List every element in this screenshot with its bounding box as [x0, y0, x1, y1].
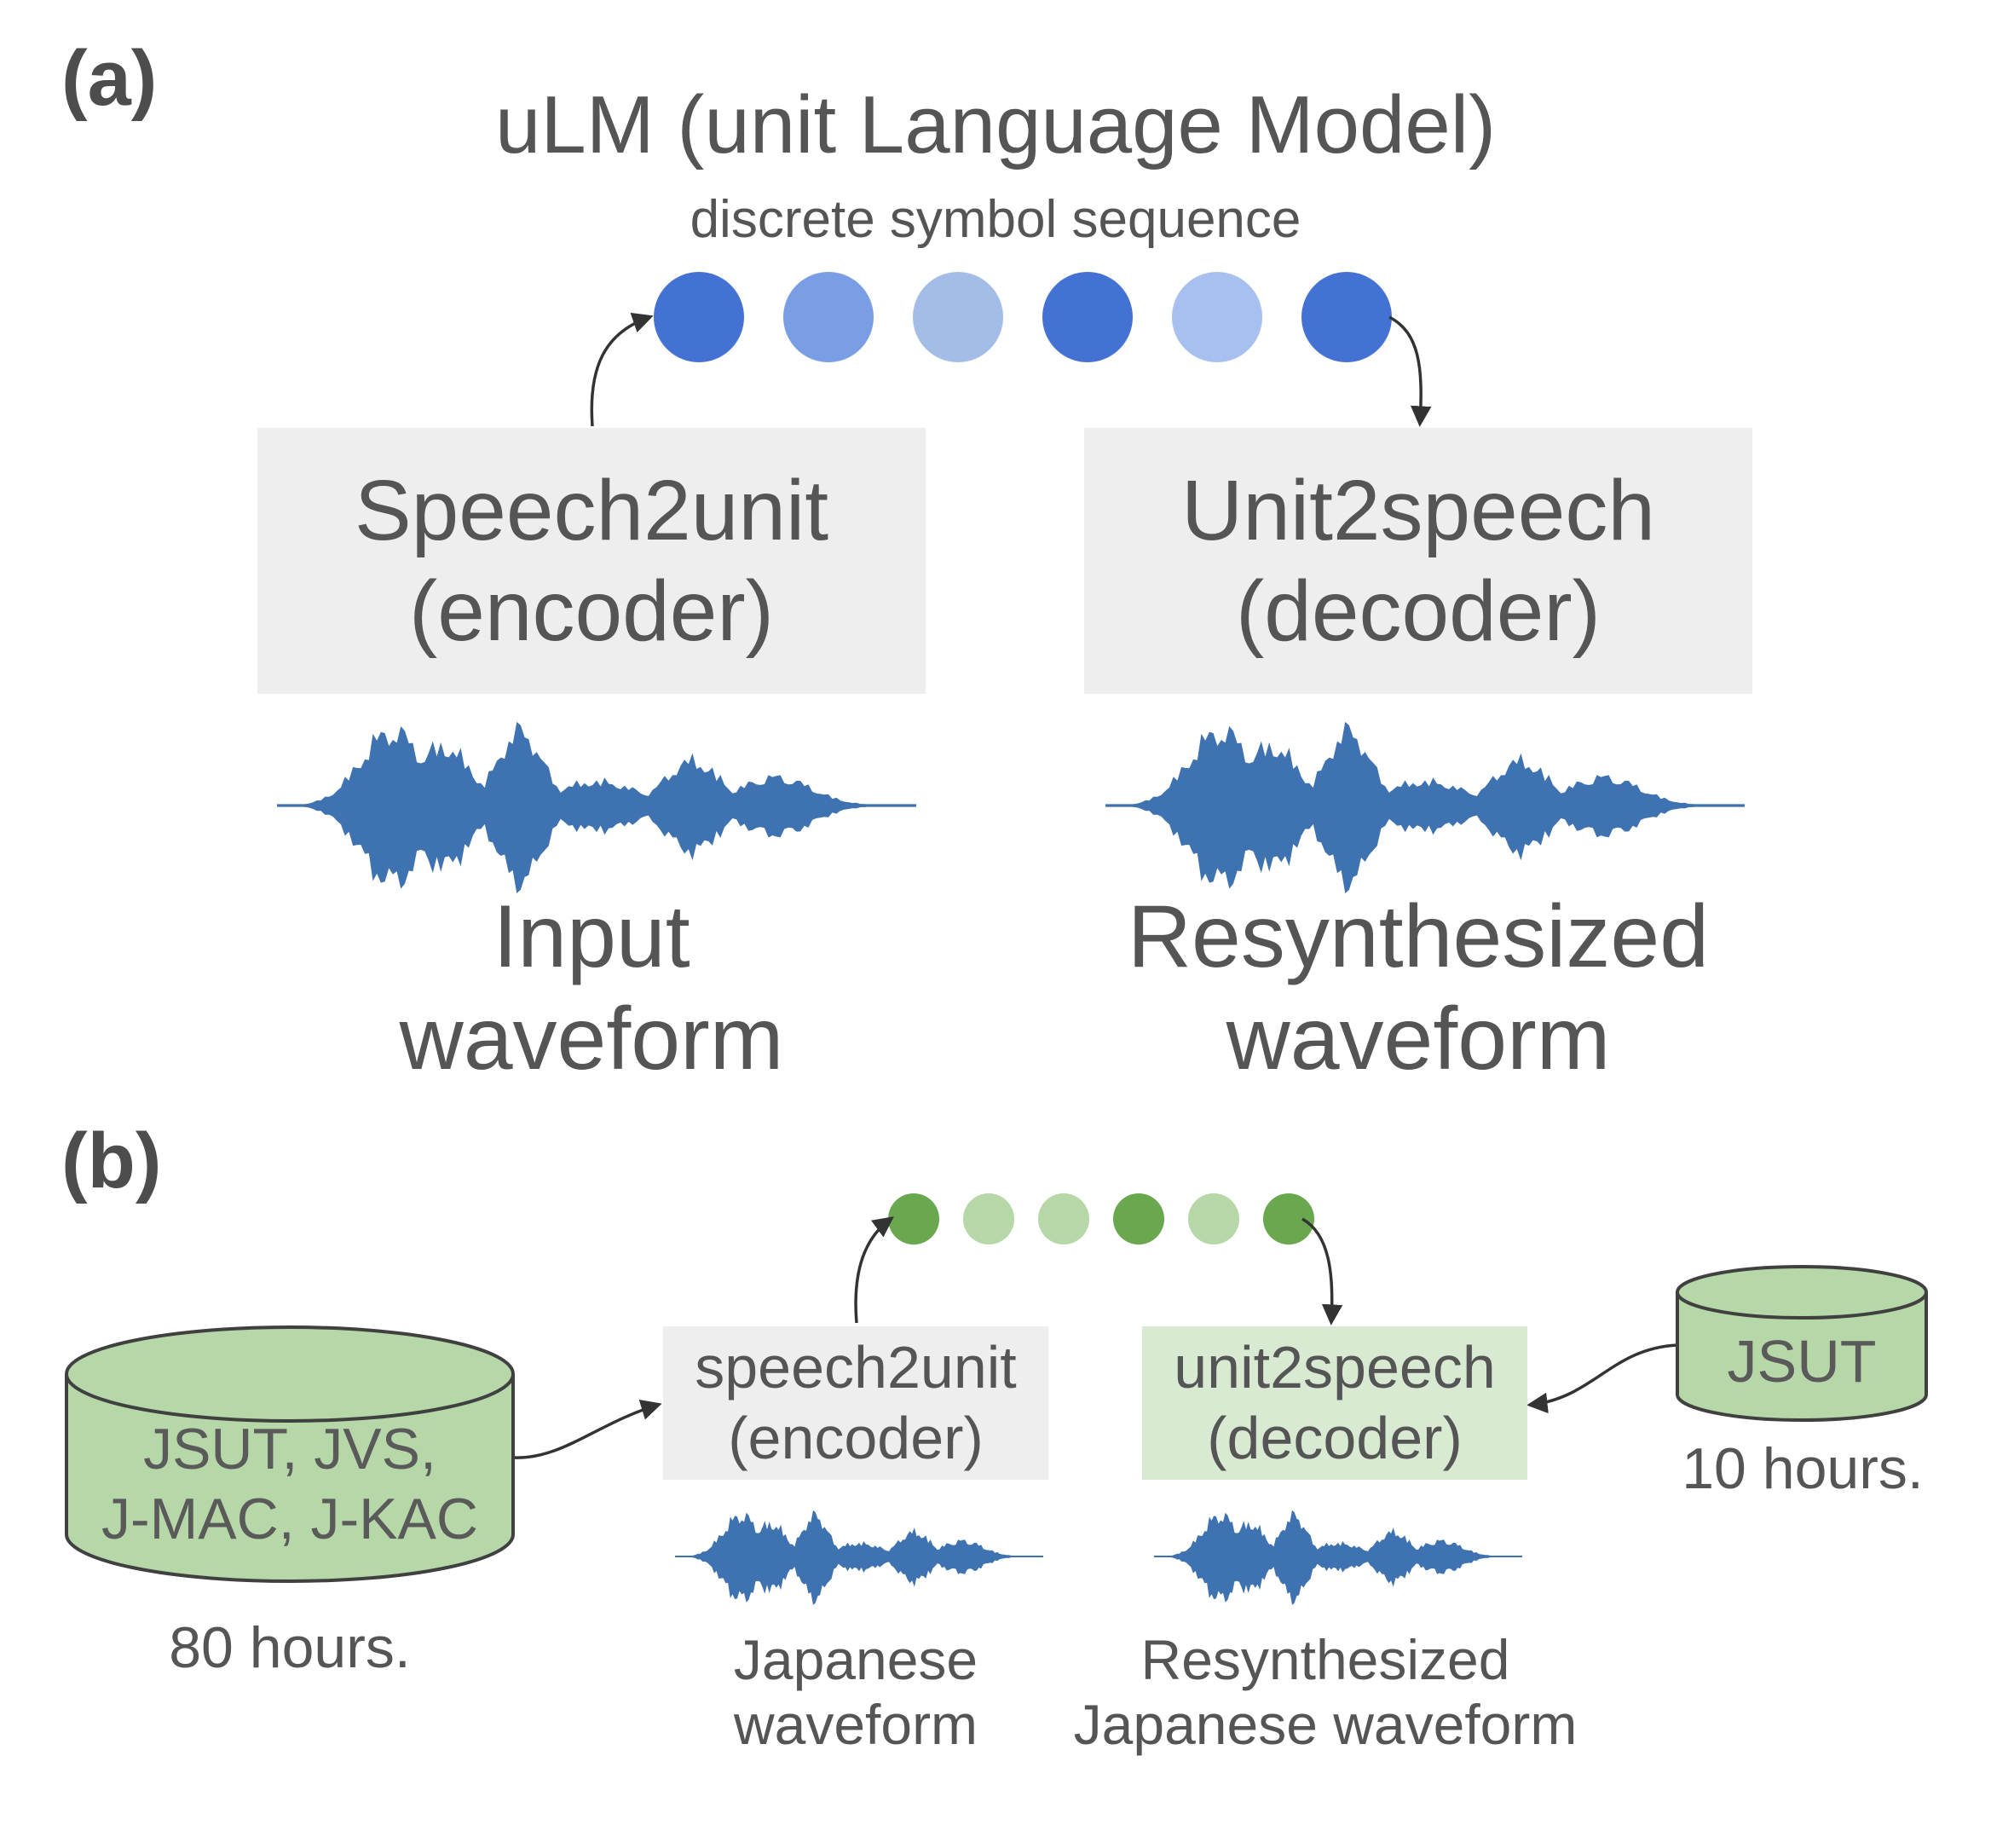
input-caption-line2: waveform — [399, 989, 784, 1089]
decoder-label-line2: (decoder) — [1236, 563, 1601, 659]
input-caption-line1: Input — [493, 887, 690, 986]
encoder-to-units-arrow-b — [854, 1216, 894, 1324]
units-to-decoder-arrow-b — [1301, 1217, 1343, 1325]
japanese-waveform — [675, 1510, 1043, 1605]
unit-token-a-4 — [1042, 272, 1133, 362]
target-db-to-decoder-arrow — [1526, 1343, 1678, 1414]
resynthesized-waveform — [1105, 721, 1745, 893]
train-db-to-encoder-arrow — [513, 1400, 662, 1459]
unit-token-a-3 — [913, 272, 1003, 362]
training-hours: 80 hours. — [169, 1615, 411, 1680]
train-db-line2: J-MAC, J-KAC — [101, 1486, 478, 1551]
unit-token-b-4 — [1113, 1193, 1164, 1245]
speech2unit-encoder-box-a: Speech2unit (encoder) — [257, 428, 926, 694]
unit-sequence-caption: discrete symbol sequence — [690, 190, 1301, 249]
decoder-b-line1: unit2speech — [1174, 1334, 1496, 1401]
target-database-icon — [1676, 1265, 1928, 1422]
jp-caption-line1: Japanese — [733, 1628, 978, 1691]
unit-token-b-2 — [963, 1193, 1014, 1245]
waveforms — [277, 721, 1745, 1605]
train-db-line1: JSUT, JVS, — [143, 1417, 436, 1481]
unit-sequence-a — [654, 272, 1392, 362]
panel-b-label: (b) — [61, 1117, 162, 1204]
encoder-b-line1: speech2unit — [695, 1334, 1017, 1401]
input-waveform-caption: Input waveform — [257, 886, 926, 1090]
target-hours: 10 hours. — [1682, 1436, 1924, 1501]
unit-token-a-5 — [1172, 272, 1262, 362]
encoder-b-line2: (encoder) — [728, 1405, 984, 1471]
unit-token-b-5 — [1188, 1193, 1239, 1245]
unit2speech-decoder-box-b: unit2speech (decoder) — [1142, 1326, 1527, 1480]
encoder-to-units-arrow-a — [590, 312, 654, 427]
panel-a-label: (a) — [61, 35, 158, 122]
decoder-label-line1: Unit2speech — [1181, 463, 1655, 558]
unit-token-b-1 — [888, 1193, 939, 1245]
unit-token-a-2 — [783, 272, 874, 362]
output-caption-line2: waveform — [1226, 989, 1611, 1089]
ulm-title: uLM (unit Language Model) — [494, 79, 1497, 170]
speech2unit-encoder-box-b: speech2unit (encoder) — [663, 1326, 1048, 1480]
japanese-waveform-caption: Japanese waveform — [663, 1628, 1048, 1758]
unit-token-b-6 — [1263, 1193, 1314, 1245]
rs-jp-caption-line2: Japanese waveform — [1073, 1692, 1578, 1756]
output-caption-line1: Resynthesized — [1127, 887, 1710, 986]
resynthesized-waveform-caption: Resynthesized waveform — [1084, 886, 1752, 1090]
decoder-b-line2: (decoder) — [1207, 1405, 1463, 1471]
rs-jp-caption-line1: Resynthesized — [1140, 1628, 1510, 1691]
encoder-label-line1: Speech2unit — [354, 463, 828, 558]
resynthesized-japanese-waveform — [1154, 1510, 1522, 1605]
unit2speech-decoder-box-a: Unit2speech (decoder) — [1084, 428, 1752, 694]
units-to-decoder-arrow-a — [1388, 315, 1432, 427]
jp-caption-line2: waveform — [733, 1692, 978, 1756]
encoder-label-line2: (encoder) — [409, 563, 774, 659]
unit-sequence-b — [888, 1193, 1314, 1245]
unit-token-a-1 — [654, 272, 744, 362]
unit-token-a-6 — [1301, 272, 1392, 362]
unit-token-b-3 — [1038, 1193, 1089, 1245]
input-waveform — [277, 721, 916, 893]
training-database-icon — [65, 1325, 515, 1583]
training-database-label: JSUT, JVS, J-MAC, J-KAC — [66, 1415, 513, 1554]
resynthesized-japanese-caption: Resynthesized Japanese waveform — [1040, 1628, 1611, 1758]
target-database-label: JSUT — [1727, 1328, 1877, 1395]
